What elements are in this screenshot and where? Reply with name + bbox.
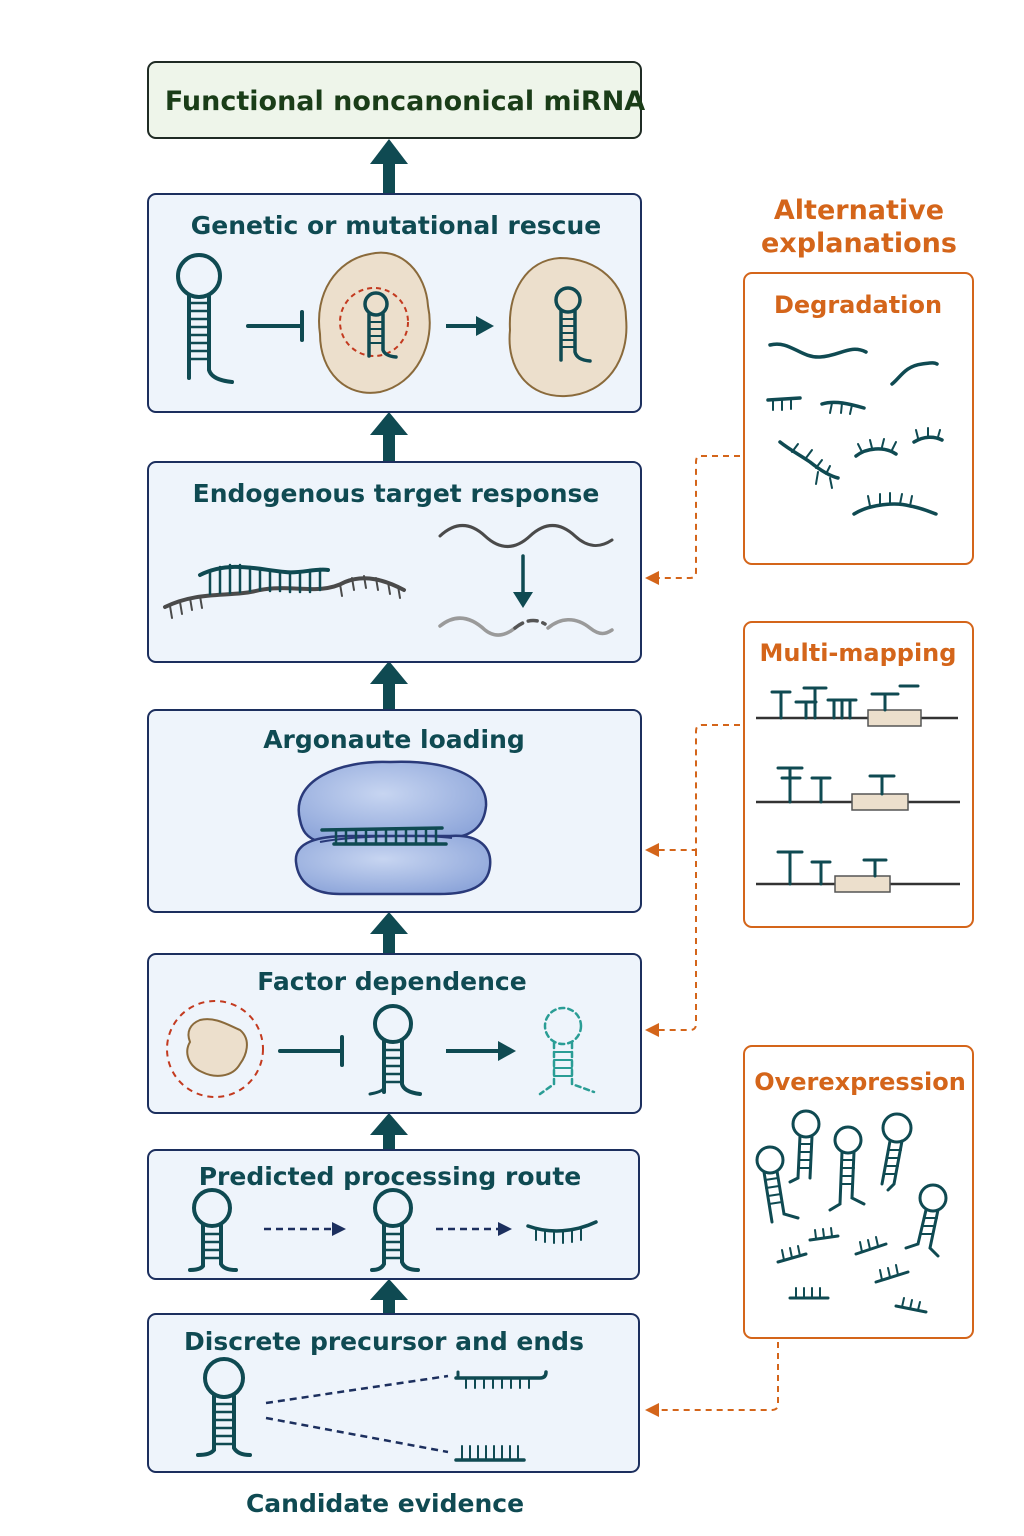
hairpin-5 xyxy=(904,1183,948,1258)
flow-arrow-5 xyxy=(370,1113,408,1150)
rescued-cell-icon xyxy=(508,256,628,398)
hairpin-icon xyxy=(188,1188,238,1272)
fragments xyxy=(776,1227,928,1314)
hairpin-2 xyxy=(788,1109,821,1184)
alternatives-heading-line2: explanations xyxy=(761,228,957,259)
flow-arrow-6 xyxy=(370,1279,408,1314)
factor-icon xyxy=(166,1000,264,1098)
mrna-duplex-icon xyxy=(163,563,406,619)
connector-multimap-factor xyxy=(645,850,697,1037)
step-argonaute-loading: Argonaute loading xyxy=(147,709,642,913)
step-label: Endogenous target response xyxy=(193,479,600,508)
reduced-hairpin-icon xyxy=(538,1006,596,1096)
hairpin-icon xyxy=(368,1004,422,1096)
step-predicted-processing: Predicted processing route xyxy=(147,1149,640,1280)
cell-icon xyxy=(318,251,431,394)
step-discrete-precursor: Discrete precursor and ends xyxy=(147,1313,640,1473)
step-label: Factor dependence xyxy=(257,967,526,996)
flow-arrows xyxy=(370,139,408,1314)
arrow-icon xyxy=(446,1041,516,1061)
step-label: Argonaute loading xyxy=(263,725,525,754)
step-label: Discrete precursor and ends xyxy=(184,1327,584,1356)
alt-box-multi-mapping: Multi-mapping xyxy=(743,621,974,928)
alt-box-label: Overexpression xyxy=(754,1068,966,1096)
alt-box-label: Degradation xyxy=(774,291,942,319)
flow-arrow-4 xyxy=(370,912,408,954)
rna-fragments-icon xyxy=(766,342,944,516)
dashed-lines-icon xyxy=(265,1374,449,1454)
flow-arrow-1 xyxy=(370,139,408,194)
top-box-label: Functional noncanonical miRNA xyxy=(165,86,645,117)
genome-track-3 xyxy=(756,850,960,893)
hairpin-3 xyxy=(828,1125,866,1212)
mature-mirna-icon xyxy=(526,1220,598,1244)
hairpin-icon xyxy=(370,1188,420,1272)
connector-overexpression xyxy=(645,1342,779,1417)
connector-degradation xyxy=(645,455,740,585)
alt-connectors xyxy=(645,455,779,1417)
many-hairpins-icon xyxy=(755,1109,948,1314)
step-label: Genetic or mutational rescue xyxy=(191,211,602,240)
alt-box-overexpression: Overexpression xyxy=(743,1045,974,1339)
genome-track-2 xyxy=(756,766,960,811)
dashed-arrow-icon xyxy=(264,1222,346,1236)
step-endogenous-target: Endogenous target response xyxy=(147,461,642,663)
flow-arrow-2 xyxy=(370,412,408,462)
hairpin-icon xyxy=(176,253,234,384)
flow-arrow-3 xyxy=(370,661,408,710)
alt-box-degradation: Degradation xyxy=(743,272,974,565)
hairpin-4 xyxy=(880,1112,913,1192)
step-factor-dependence: Factor dependence xyxy=(147,953,642,1114)
arrow-icon xyxy=(446,316,494,336)
transcript-decrease-icon xyxy=(438,524,614,637)
connector-multimap-argonaute xyxy=(645,724,740,857)
mature-end-bottom-icon xyxy=(454,1445,526,1462)
step-genetic-rescue: Genetic or mutational rescue xyxy=(147,193,642,413)
candidate-evidence-label: Candidate evidence xyxy=(246,1489,524,1518)
argonaute-protein-icon xyxy=(294,760,492,896)
genome-track-1 xyxy=(756,684,958,727)
alt-box-label: Multi-mapping xyxy=(760,639,957,667)
inhibit-arrow-icon xyxy=(246,310,304,342)
mature-end-top-icon xyxy=(454,1370,548,1389)
dashed-arrow-icon xyxy=(436,1222,512,1236)
step-label: Predicted processing route xyxy=(199,1162,582,1191)
hairpin-icon xyxy=(196,1357,252,1457)
alternatives-heading-line1: Alternative xyxy=(774,195,944,226)
inhibit-arrow-icon xyxy=(278,1035,344,1067)
hairpin-1 xyxy=(755,1145,800,1224)
top-box: Functional noncanonical miRNA xyxy=(147,61,645,139)
